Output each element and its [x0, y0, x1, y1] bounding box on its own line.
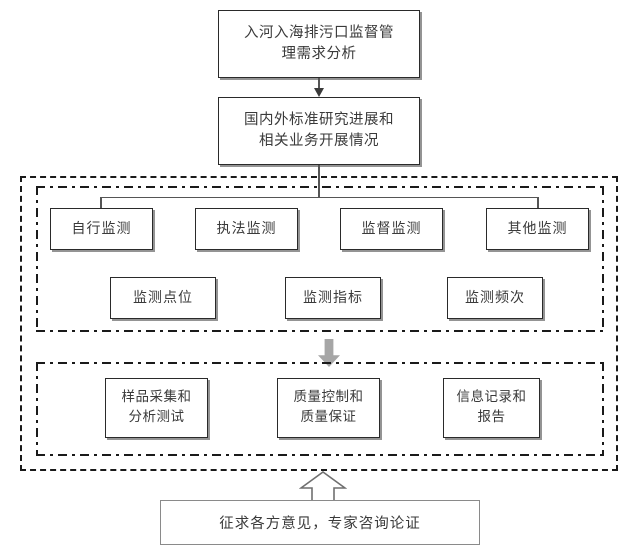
node-consultation[interactable]: 征求各方意见，专家咨询论证	[160, 500, 480, 545]
node-sampling-analysis[interactable]: 样品采集和 分析测试	[105, 378, 208, 438]
monitoring-scheme-region	[36, 186, 604, 332]
node-label: 其他监测	[507, 220, 568, 237]
outer-dashed-region	[20, 176, 618, 471]
node-label: 监测频次	[465, 289, 525, 306]
region-border-top	[36, 186, 604, 188]
connector-requirement-to-research-line	[318, 78, 320, 90]
node-monitoring-points[interactable]: 监测点位	[110, 277, 216, 319]
region-border-top	[36, 362, 604, 364]
node-label: 执法监测	[216, 220, 277, 237]
connector-research-to-monitoring	[318, 165, 320, 198]
region-border-bottom	[36, 330, 604, 332]
node-label: 监督监测	[361, 220, 422, 237]
node-label: 样品采集和 分析测试	[121, 389, 192, 425]
node-label: 国内外标准研究进展和 相关业务开展情况	[244, 111, 394, 149]
drop-line-self-monitoring	[100, 196, 102, 209]
region-border-left	[36, 362, 38, 456]
region-border-left	[36, 186, 38, 332]
node-supervision-monitoring[interactable]: 监督监测	[340, 208, 443, 250]
node-standard-research[interactable]: 国内外标准研究进展和 相关业务开展情况	[218, 97, 420, 165]
node-quality-control[interactable]: 质量控制和 质量保证	[277, 378, 380, 438]
node-self-monitoring[interactable]: 自行监测	[50, 208, 153, 250]
node-label: 自行监测	[71, 220, 132, 237]
implementation-region	[36, 362, 604, 456]
bus-monitoring-types	[100, 196, 538, 199]
region-border-right	[602, 362, 604, 456]
region-border-bottom	[36, 454, 604, 456]
node-requirement-analysis[interactable]: 入河入海排污口监督管 理需求分析	[218, 10, 420, 78]
node-label: 监测点位	[133, 289, 193, 306]
block-arrow-up-icon	[299, 471, 347, 503]
node-label: 监测指标	[303, 289, 363, 306]
drop-line-other-monitoring	[537, 196, 539, 209]
node-record-reporting[interactable]: 信息记录和 报告	[443, 378, 540, 438]
node-monitoring-indicators[interactable]: 监测指标	[285, 277, 381, 319]
node-enforcement-monitoring[interactable]: 执法监测	[195, 208, 298, 250]
node-other-monitoring[interactable]: 其他监测	[486, 208, 589, 250]
node-monitoring-frequency[interactable]: 监测频次	[447, 277, 543, 319]
arrow-down-icon	[314, 88, 324, 97]
node-label: 入河入海排污口监督管 理需求分析	[244, 24, 394, 62]
region-border-right	[602, 186, 604, 332]
node-label: 质量控制和 质量保证	[293, 389, 364, 425]
node-label: 信息记录和 报告	[456, 389, 527, 425]
node-label: 征求各方意见，专家咨询论证	[219, 516, 421, 532]
